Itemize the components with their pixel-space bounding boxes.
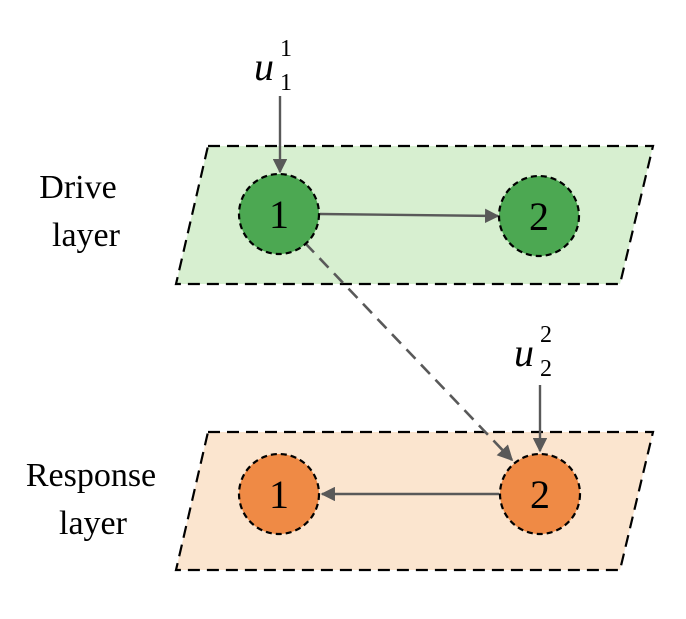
response-input-superscript: 2 — [540, 322, 552, 348]
drive-node-2-label: 2 — [529, 194, 549, 239]
drive-edge-1-to-2 — [319, 208, 500, 224]
response-layer-label-line2: layer — [59, 505, 128, 542]
drive-node-1: 1 — [237, 172, 321, 256]
response-input-label: u 2 2 — [514, 322, 552, 382]
response-node-1: 1 — [237, 452, 321, 536]
drive-input-superscript: 1 — [280, 36, 292, 62]
response-input-base: u — [514, 330, 534, 375]
drive-input-base: u — [254, 44, 274, 89]
drive-layer-label-line2: layer — [52, 217, 121, 254]
response-node-1-label: 1 — [269, 472, 289, 517]
drive-node-1-label: 1 — [269, 192, 289, 237]
response-layer-label-line1: Response — [26, 457, 156, 494]
drive-input-label: u 1 1 — [254, 36, 292, 96]
response-node-2-label: 2 — [530, 472, 550, 517]
drive-node-2: 2 — [497, 174, 581, 258]
response-input-subscript: 2 — [540, 356, 552, 382]
coupling-edge-drive1-to-response2 — [304, 242, 514, 462]
response-node-2: 2 — [498, 452, 582, 536]
drive-layer-label-line1: Drive — [39, 169, 116, 206]
drive-input-subscript: 1 — [280, 70, 292, 96]
